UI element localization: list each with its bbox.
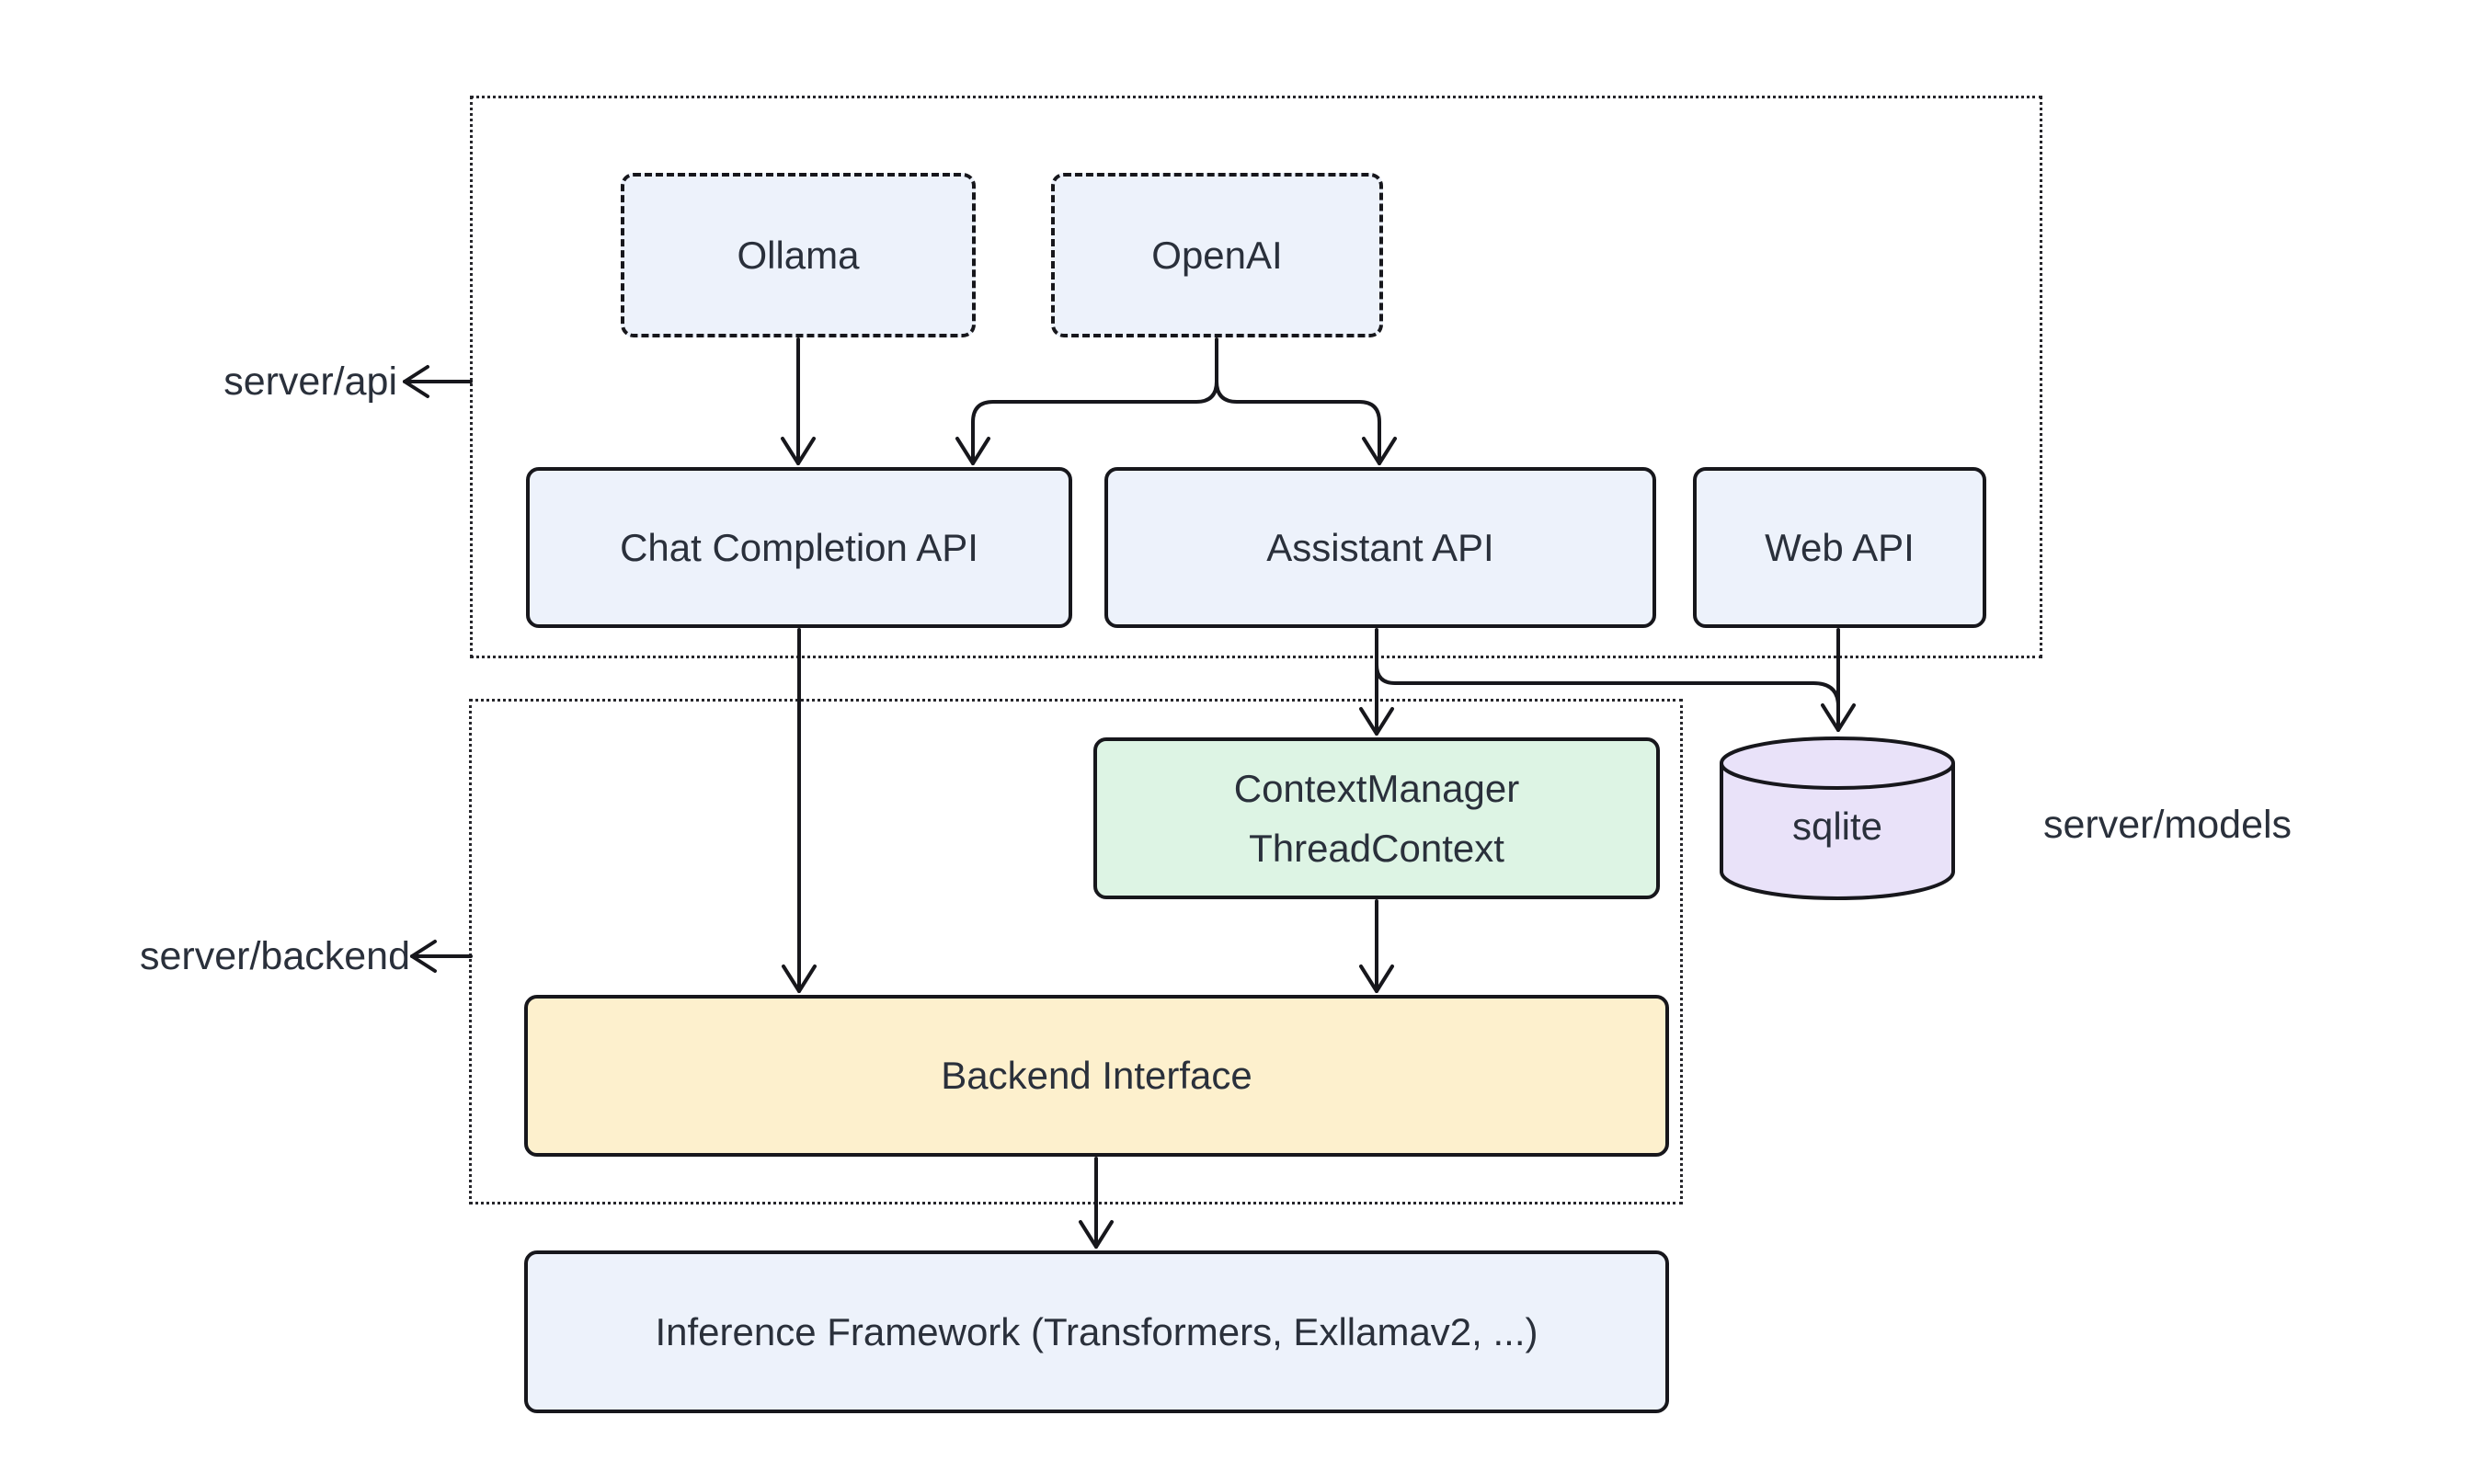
server-api-group — [470, 96, 2042, 658]
node-backend-interface: Backend Interface — [524, 995, 1669, 1157]
node-assistant-api: Assistant API — [1104, 467, 1656, 628]
node-openai-label: OpenAI — [1151, 233, 1283, 277]
node-sqlite: sqlite — [1718, 735, 1957, 902]
node-inference-framework-label: Inference Framework (Transformers, Exlla… — [655, 1309, 1538, 1353]
server-api-pointer-arrowhead — [403, 365, 429, 398]
edge-web-sqlite-arrowhead — [1821, 703, 1856, 732]
node-ollama-label: Ollama — [737, 233, 860, 277]
sqlite-cylinder-shape — [1720, 736, 1955, 900]
server-backend-group — [469, 699, 1683, 1204]
server-backend-pointer-arrowhead — [410, 940, 437, 973]
node-chat-completion-api: Chat Completion API — [526, 467, 1072, 628]
label-server-models: server/models — [2043, 803, 2293, 847]
sqlite-cylinder-body — [1720, 763, 1955, 900]
edge-backend-inference-arrowhead — [1079, 1220, 1114, 1249]
node-chat-completion-api-label: Chat Completion API — [620, 525, 978, 569]
node-backend-interface-label: Backend Interface — [941, 1054, 1252, 1098]
node-inference-framework: Inference Framework (Transformers, Exlla… — [524, 1250, 1669, 1413]
label-server-backend: server/backend — [140, 934, 410, 978]
node-web-api: Web API — [1693, 467, 1986, 628]
node-context-manager-label-line1: ContextManager — [1233, 766, 1520, 810]
node-context-manager-label-line2: ThreadContext — [1249, 827, 1504, 870]
node-context-manager: ContextManager ThreadContext — [1093, 737, 1660, 899]
label-server-api: server/api — [223, 360, 397, 404]
sqlite-cylinder-top — [1720, 736, 1955, 790]
node-web-api-label: Web API — [1765, 525, 1915, 569]
node-assistant-api-label: Assistant API — [1266, 525, 1494, 569]
node-sqlite-label: sqlite — [1791, 805, 1883, 848]
node-openai: OpenAI — [1051, 173, 1383, 337]
node-ollama: Ollama — [621, 173, 976, 337]
